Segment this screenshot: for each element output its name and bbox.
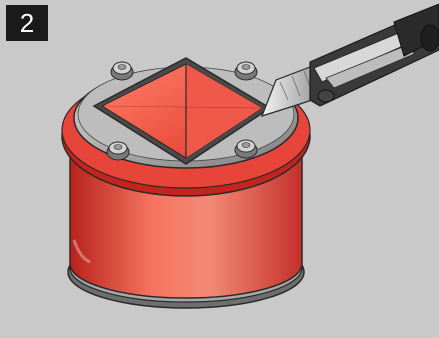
step-number-badge: 2	[6, 5, 48, 41]
bolt-icon	[107, 142, 129, 160]
bolt-icon	[111, 62, 133, 80]
bolt-icon	[235, 62, 257, 80]
bolt-icon	[235, 140, 257, 158]
